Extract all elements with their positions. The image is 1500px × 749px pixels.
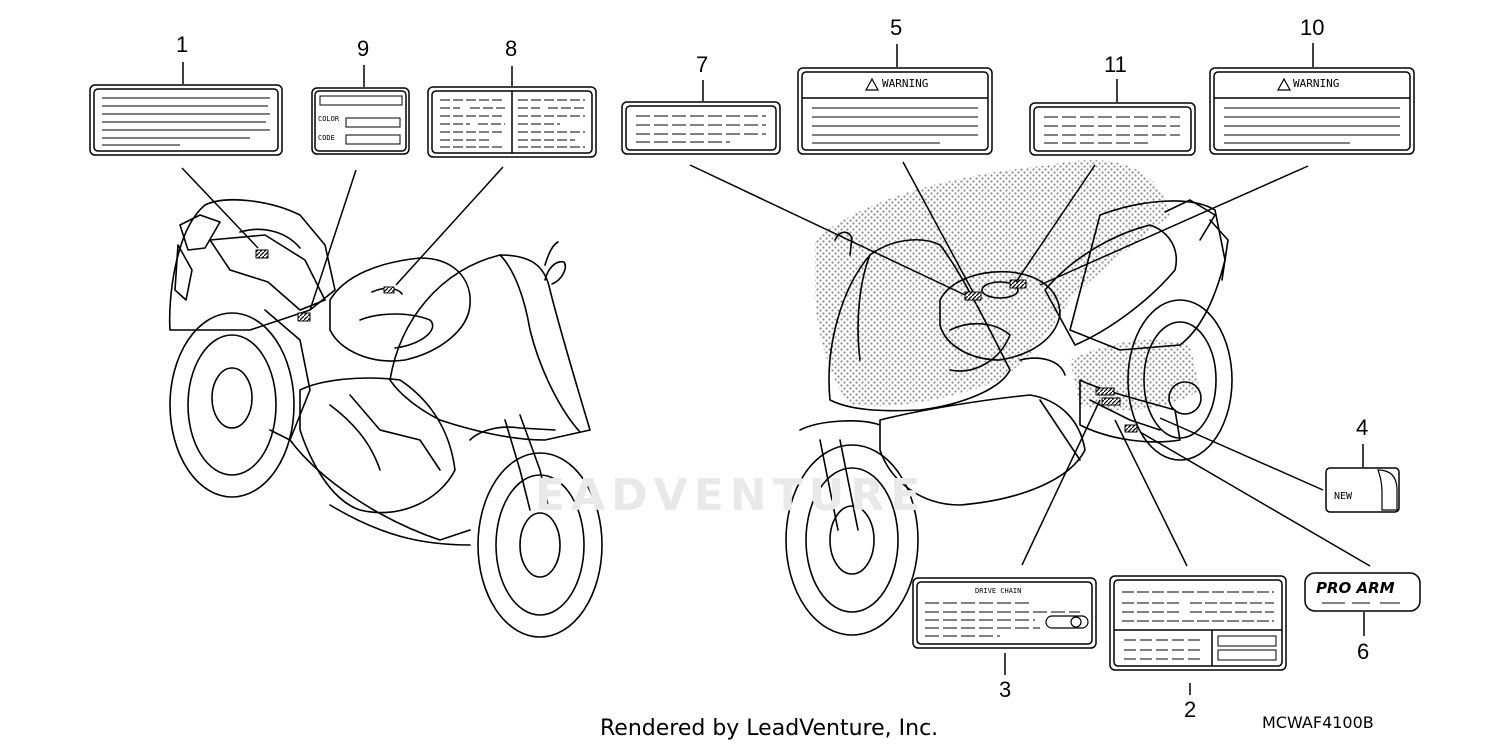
warning-text-5: WARNING — [882, 77, 929, 90]
motorcycle-left — [168, 199, 603, 638]
callout-11: 11 — [1104, 52, 1127, 77]
warning-text-10: WARNING — [1293, 77, 1340, 90]
motorcycle-right — [785, 160, 1233, 636]
label-8-graphic — [395, 66, 597, 286]
label-3-graphic — [912, 399, 1101, 675]
callout-8: 8 — [505, 36, 518, 61]
label-6-graphic — [1139, 431, 1421, 636]
label-4-graphic — [1159, 417, 1400, 513]
callout-1: 1 — [176, 32, 189, 57]
new-text: NEW — [1334, 491, 1353, 502]
label-1-graphic — [89, 62, 283, 249]
label-7-graphic — [621, 80, 966, 296]
callout-9: 9 — [357, 36, 370, 61]
label-9-graphic — [309, 65, 410, 311]
watermark-text: EADVENTURE — [535, 470, 927, 521]
callout-5: 5 — [890, 15, 903, 40]
diagram-code: MCWAF4100B — [1262, 713, 1374, 732]
label-2-graphic — [1109, 419, 1287, 695]
callout-3: 3 — [999, 677, 1012, 702]
callout-10: 10 — [1300, 15, 1325, 40]
callout-2: 2 — [1184, 697, 1197, 722]
label-10-graphic — [1039, 43, 1415, 286]
callout-6: 6 — [1357, 639, 1370, 664]
callout-4: 4 — [1356, 415, 1369, 440]
rendered-by-text: Rendered by LeadVenture, Inc. — [600, 716, 939, 741]
label-5-graphic — [797, 44, 993, 293]
pro-arm-text: PRO ARM — [1316, 579, 1395, 597]
drive-chain-text: DRIVE CHAIN — [975, 587, 1022, 595]
color-text: COLOR — [318, 115, 340, 123]
label-11-graphic — [1015, 79, 1196, 283]
code-text: CODE — [318, 134, 335, 142]
callout-7: 7 — [696, 52, 709, 77]
